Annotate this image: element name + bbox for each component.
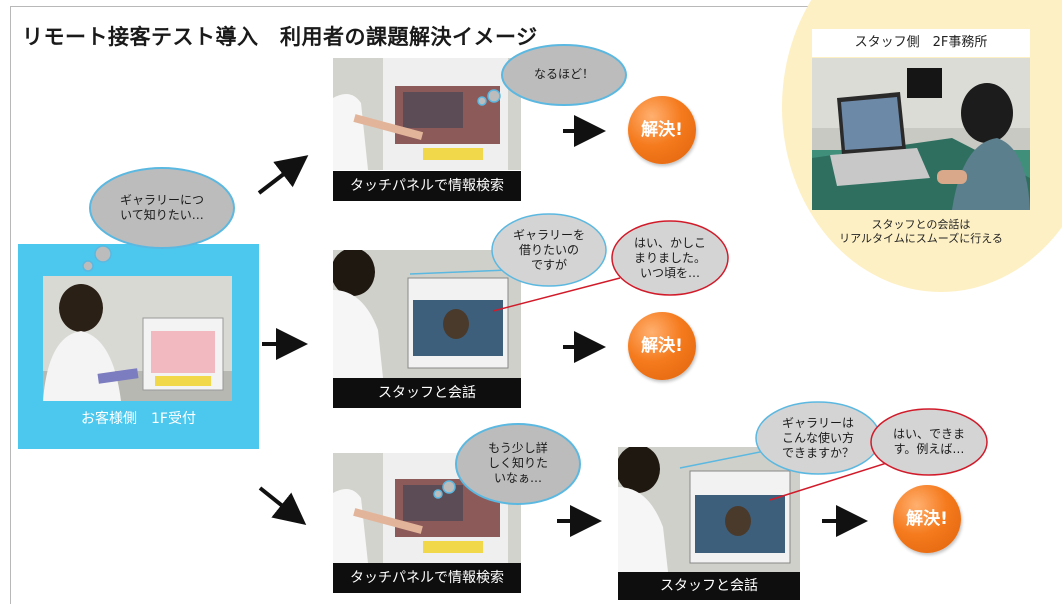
staff-side-header: スタッフ側 2F事務所 (812, 29, 1030, 57)
bottom-staff-speech-bubble (769, 408, 988, 501)
bottom-customer-speech-text: ギャラリーは こんな使い方 できますか？ (766, 416, 870, 461)
bottom-thought-text: もう少し詳 しく知りた いなぁ… (468, 441, 568, 486)
bottom-customer-line-2: こんな使い方 (781, 431, 854, 445)
arrow-to-bottom-flow (258, 486, 307, 525)
middle-customer-speech-text: ギャラリーを 借りたいの ですが (500, 228, 598, 273)
middle-staff-speech-text: はい、かしこ まりました。 いつ頃を… (620, 236, 720, 281)
middle-customer-line-1: ギャラリーを (512, 228, 585, 242)
bottom-staff-speech-text: はい、できま す。例えば… (879, 427, 979, 457)
bottom-customer-line-3: できますか？ (781, 446, 854, 460)
resolved-badge-middle: 解決! (628, 312, 696, 380)
staff-conversation-caption-middle: スタッフと会話 (333, 378, 521, 408)
customer-thought-cloud (82, 167, 235, 272)
middle-customer-line-2: 借りたいの (518, 243, 579, 257)
bottom-thought-line-1: もう少し詳 (488, 441, 548, 455)
resolved-badge-top: 解決! (628, 96, 696, 164)
customer-thought-line-1: ギャラリーにつ (119, 193, 204, 207)
touch-panel-caption-top: タッチパネルで情報検索 (333, 171, 521, 201)
slide-frame (10, 6, 1061, 604)
top-thought-cloud (477, 44, 627, 106)
resolved-badge-bottom: 解決! (893, 485, 961, 553)
middle-customer-speech-bubble (409, 213, 607, 287)
staff-caption-line-2: リアルタイムにスムーズに行える (839, 232, 1003, 245)
staff-side-caption: スタッフとの会話は リアルタイムにスムーズに行える (812, 218, 1030, 246)
middle-staff-speech-bubble (492, 220, 729, 312)
customer-side-label: お客様側 1F受付 (81, 411, 196, 427)
bottom-thought-line-2: しく知りた (487, 456, 548, 470)
bottom-staff-line-1: はい、できま (892, 427, 965, 441)
middle-staff-line-1: はい、かしこ (633, 236, 706, 250)
staff-caption-line-1: スタッフとの会話は (871, 218, 971, 231)
bottom-customer-line-1: ギャラリーは (781, 416, 854, 430)
bottom-staff-line-2: す。例えば… (893, 442, 965, 456)
touch-panel-photo-top (333, 58, 521, 170)
staff-office-photo (812, 58, 1030, 210)
touch-panel-caption-bottom: タッチパネルで情報検索 (333, 563, 521, 593)
customer-thought-line-2: いて知りたい… (120, 208, 204, 222)
top-thought-text: なるほど！ (533, 67, 594, 81)
touch-panel-photo-bottom (333, 453, 521, 563)
middle-staff-line-3: いつ頃を… (639, 266, 700, 280)
bottom-thought-line-3: いなぁ… (493, 471, 542, 485)
customer-thought-text: ギャラリーにつ いて知りたい… (112, 193, 212, 223)
middle-customer-line-3: ですが (530, 258, 567, 272)
page-title: リモート接客テスト導入 利用者の課題解決イメージ (22, 25, 538, 49)
customer-reception-photo (43, 276, 232, 401)
arrow-to-top-flow (257, 155, 309, 195)
middle-staff-line-2: まりました。 (633, 251, 706, 265)
bottom-thought-cloud (433, 423, 581, 505)
staff-conversation-caption-bottom: スタッフと会話 (618, 572, 800, 600)
staff-conversation-photo-bottom (618, 447, 800, 572)
